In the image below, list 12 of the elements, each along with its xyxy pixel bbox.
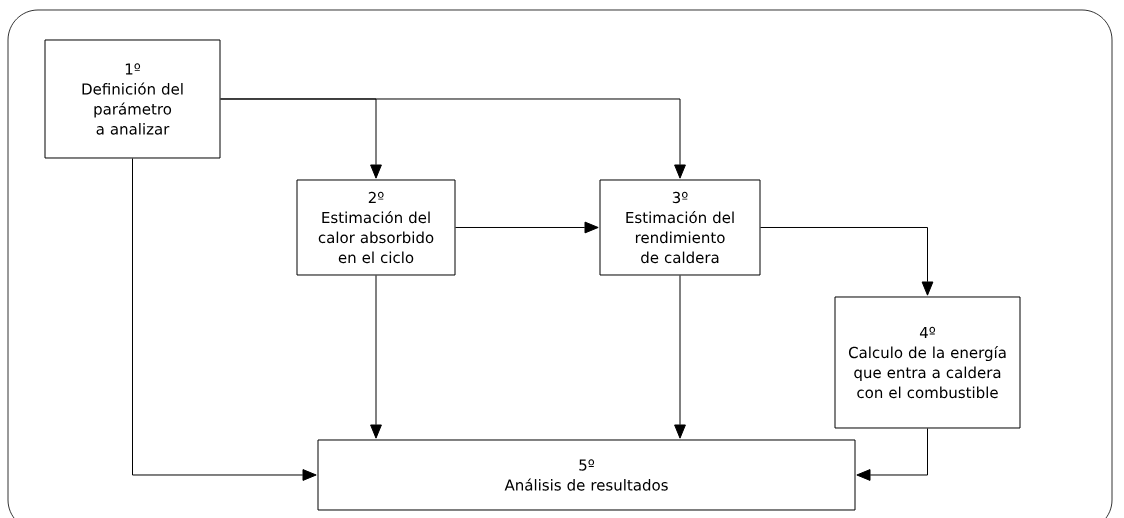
arrow bbox=[674, 275, 686, 439]
process-box: 1º Definición del parámetro a analizar bbox=[44, 39, 221, 159]
process-box: 5º Análisis de resultados bbox=[317, 439, 856, 511]
process-box: 4º Calculo de la energía que entra a caldera con el combustible bbox=[834, 296, 1021, 429]
arrow bbox=[220, 98, 686, 179]
arrow bbox=[455, 221, 599, 234]
arrow bbox=[760, 227, 934, 296]
arrow bbox=[132, 158, 317, 481]
process-box: 2º Estimación del calor absorbido en el ciclo bbox=[296, 179, 456, 276]
process-box: 3º Estimación del rendimiento de caldera bbox=[599, 179, 761, 276]
arrow bbox=[370, 275, 382, 439]
arrow bbox=[856, 428, 928, 481]
